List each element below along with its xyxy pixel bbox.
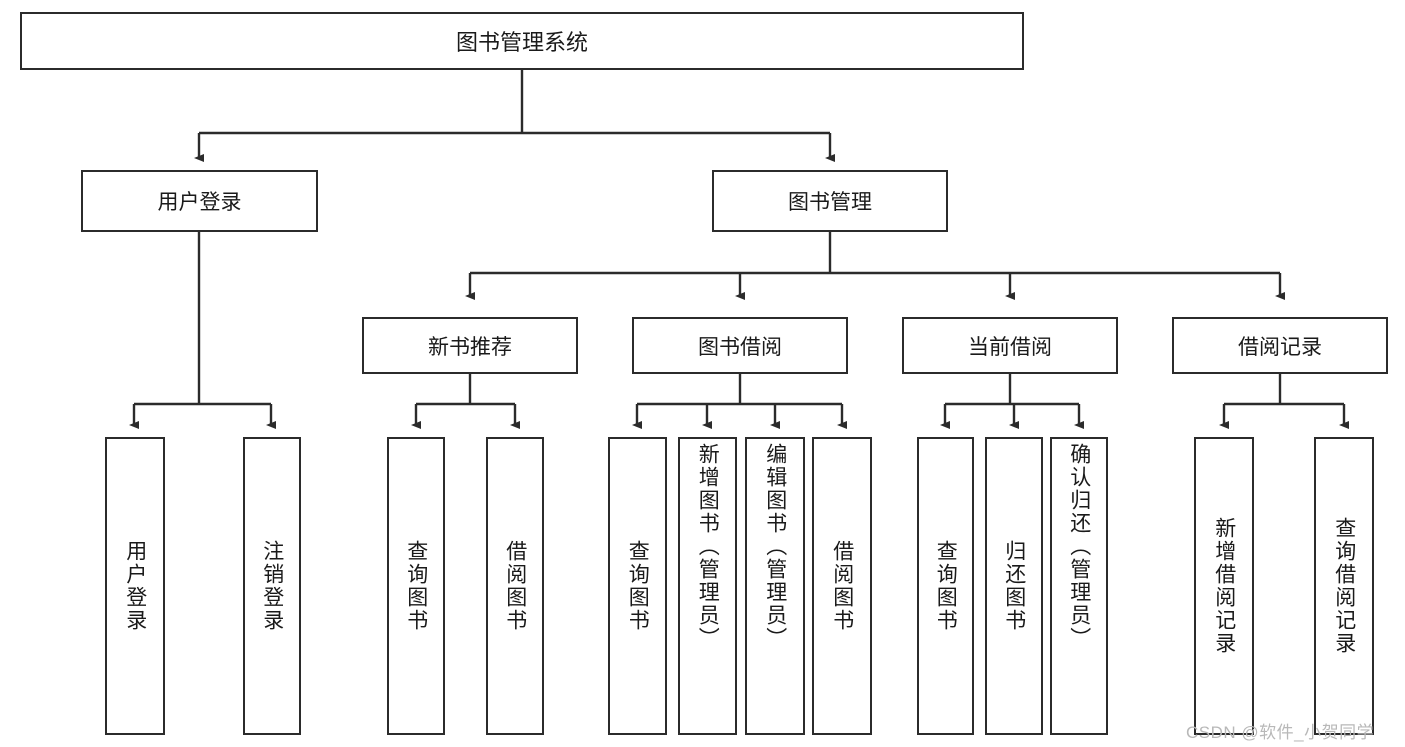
leaf-newbook-query-book-label: 查询图书	[404, 540, 428, 632]
leaf-return-book-label: 归还图书	[1002, 540, 1026, 632]
node-new-book-recommend-label: 新书推荐	[428, 335, 512, 359]
leaf-user-login-label: 用户登录	[123, 540, 147, 632]
leaf-add-book-admin-label: 新增图书（管理员）	[696, 443, 720, 650]
node-user-login[interactable]: 用户登录	[81, 170, 318, 232]
node-root[interactable]: 图书管理系统	[20, 12, 1024, 70]
leaf-newbook-borrow-book-label: 借阅图书	[503, 540, 527, 632]
leaf-logout-label: 注销登录	[260, 540, 284, 632]
leaf-newbook-query-book[interactable]: 查询图书	[387, 437, 445, 735]
leaf-newbook-borrow-book[interactable]: 借阅图书	[486, 437, 544, 735]
leaf-lend-book[interactable]: 借阅图书	[812, 437, 872, 735]
leaf-lend-book-label: 借阅图书	[830, 540, 854, 632]
leaf-borrow-query-book[interactable]: 查询图书	[608, 437, 667, 735]
leaf-edit-book-admin-label: 编辑图书（管理员）	[763, 443, 787, 650]
leaf-add-borrow-record[interactable]: 新增借阅记录	[1194, 437, 1254, 735]
leaf-query-borrow-record[interactable]: 查询借阅记录	[1314, 437, 1374, 735]
leaf-return-book[interactable]: 归还图书	[985, 437, 1043, 735]
node-borrow-record-label: 借阅记录	[1238, 335, 1322, 359]
node-current-borrow-label: 当前借阅	[968, 335, 1052, 359]
node-current-borrow[interactable]: 当前借阅	[902, 317, 1118, 374]
node-book-borrow-label: 图书借阅	[698, 335, 782, 359]
leaf-user-login[interactable]: 用户登录	[105, 437, 165, 735]
leaf-current-query-book[interactable]: 查询图书	[917, 437, 974, 735]
node-user-login-label: 用户登录	[157, 191, 242, 214]
leaf-edit-book-admin[interactable]: 编辑图书（管理员）	[745, 437, 805, 735]
leaf-current-query-book-label: 查询图书	[934, 540, 958, 632]
node-root-label: 图书管理系统	[455, 30, 588, 55]
node-book-borrow[interactable]: 图书借阅	[632, 317, 848, 374]
node-borrow-record[interactable]: 借阅记录	[1172, 317, 1388, 374]
node-book-management-label: 图书管理	[788, 191, 872, 214]
node-new-book-recommend[interactable]: 新书推荐	[362, 317, 578, 374]
csdn-watermark: CSDN @软件_小贺同学	[1186, 723, 1375, 742]
leaf-borrow-query-book-label: 查询图书	[626, 540, 650, 632]
leaf-query-borrow-record-label: 查询借阅记录	[1332, 517, 1356, 655]
leaf-confirm-return-admin-label: 确认归还（管理员）	[1067, 443, 1091, 650]
leaf-add-borrow-record-label: 新增借阅记录	[1212, 517, 1236, 655]
leaf-logout[interactable]: 注销登录	[243, 437, 301, 735]
leaf-add-book-admin[interactable]: 新增图书（管理员）	[678, 437, 737, 735]
node-book-management[interactable]: 图书管理	[712, 170, 948, 232]
leaf-confirm-return-admin[interactable]: 确认归还（管理员）	[1050, 437, 1108, 735]
